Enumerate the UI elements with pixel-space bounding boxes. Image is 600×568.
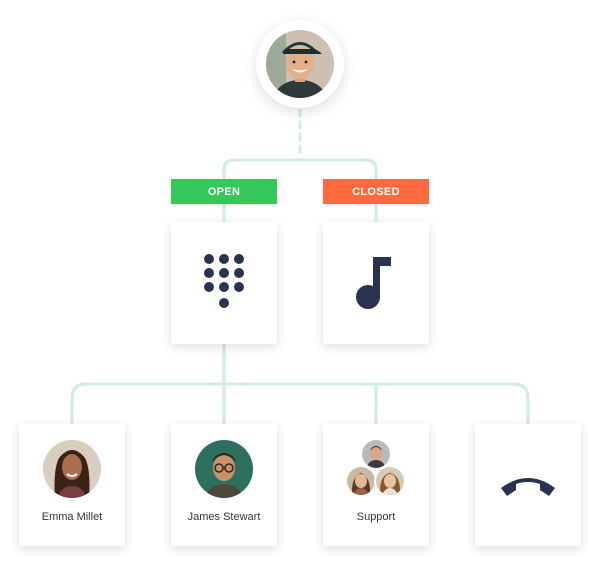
support-member-avatar [376,467,404,495]
support-group-avatars [345,440,407,502]
destination-label: James Stewart [187,511,261,523]
support-member-avatar [362,440,390,468]
closed-badge: CLOSED [323,179,429,204]
james-stewart-avatar [195,440,253,498]
destination-support[interactable]: Support [323,424,429,546]
open-badge: OPEN [171,179,277,204]
support-member-avatar [347,467,375,495]
destination-emma-millet[interactable]: Emma Millet [19,424,125,546]
hang-up-icon [501,478,555,496]
hang-up-card[interactable] [475,424,581,546]
music-card[interactable] [323,222,429,344]
destination-james-stewart[interactable]: James Stewart [171,424,277,546]
caller-photo [266,30,334,98]
destination-label: Emma Millet [41,511,103,523]
destination-label: Support [356,511,396,523]
dialpad-icon [204,254,244,308]
music-note-icon [356,257,391,309]
dialpad-card[interactable] [171,222,277,344]
emma-millet-avatar [43,440,101,498]
caller-avatar[interactable] [256,20,344,108]
